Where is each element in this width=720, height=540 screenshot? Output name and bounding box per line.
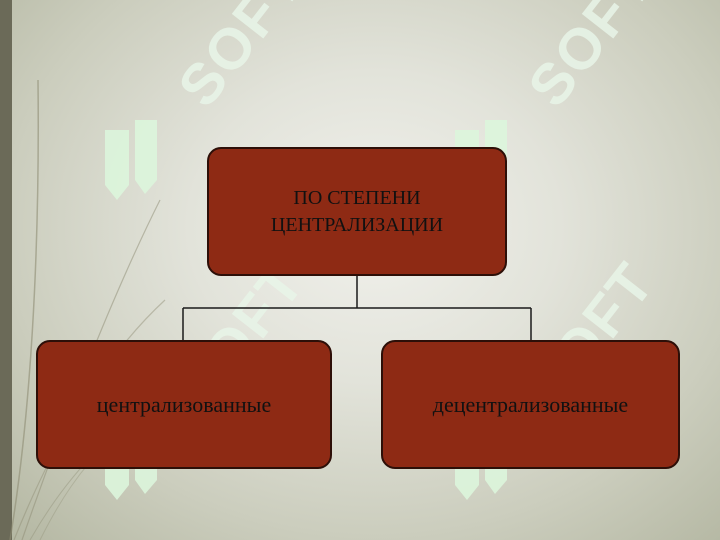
root-node-label: ПО СТЕПЕНИ ЦЕНТРАЛИЗАЦИИ <box>270 186 444 236</box>
child-node-decentralized: децентрализованные <box>381 340 680 469</box>
child-node-centralized: централизованные <box>36 340 332 469</box>
child-node-label: децентрализованные <box>432 391 629 417</box>
child-node-label: централизованные <box>96 391 272 417</box>
root-node: ПО СТЕПЕНИ ЦЕНТРАЛИЗАЦИИ <box>207 147 507 276</box>
left-accent-bar <box>0 0 12 540</box>
